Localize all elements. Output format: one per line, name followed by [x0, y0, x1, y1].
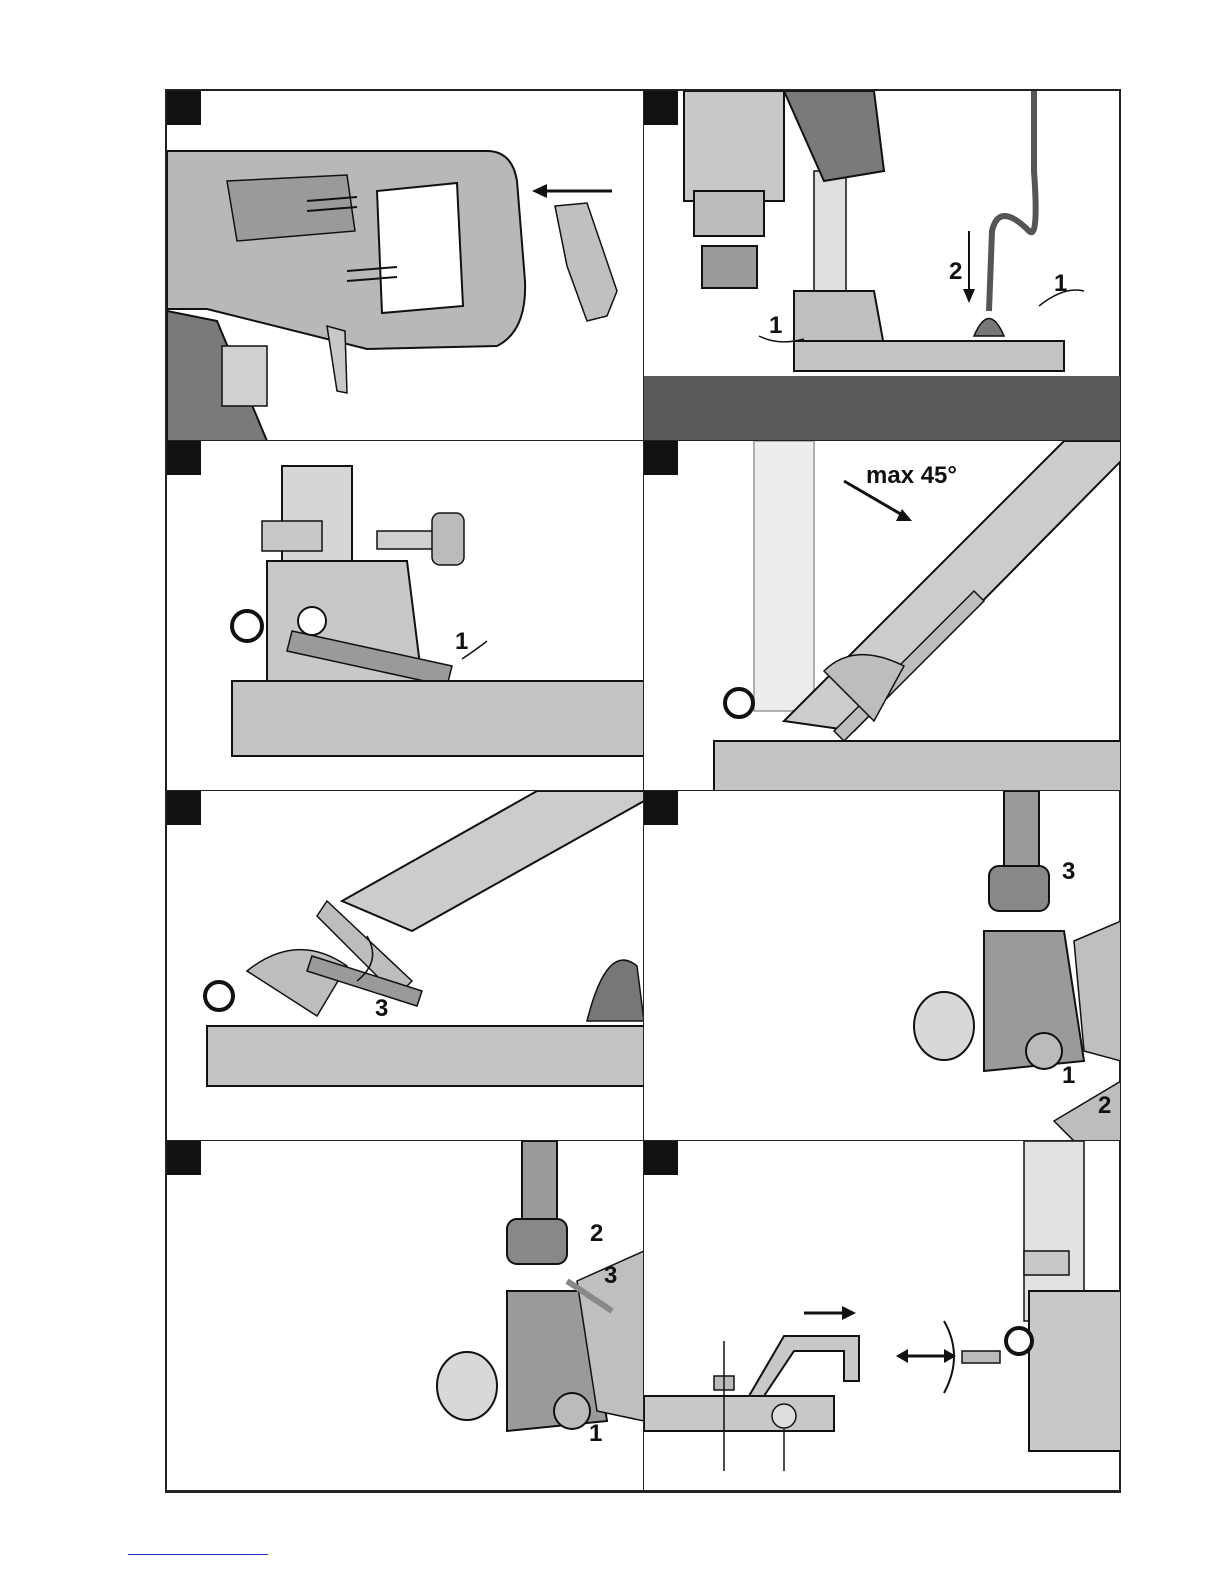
lock-angle-illustration: 3 — [167, 791, 644, 1141]
panel-4-max-angle: max 45° — [644, 441, 1121, 791]
panel-2-stand-base: 1 2 1 — [644, 91, 1121, 441]
illustration-grid: 1 2 1 1 — [165, 89, 1121, 1493]
footer-rule — [128, 1554, 268, 1555]
drill-illustration — [167, 91, 644, 441]
angle-label: max 45° — [866, 462, 957, 489]
anchor-adapter-illustration — [644, 1141, 1121, 1491]
step-label: 1 — [769, 312, 782, 339]
step-label: 1 — [1054, 270, 1067, 297]
tilt-lever-illustration: 1 — [167, 441, 644, 791]
step-label: 3 — [604, 1262, 617, 1289]
step-label: 1 — [589, 1420, 602, 1447]
step-label: 2 — [1098, 1092, 1111, 1119]
step-label: 2 — [949, 258, 962, 285]
tighten-collar-illustration: 2 3 1 — [167, 1141, 644, 1491]
step-label: 2 — [590, 1220, 603, 1247]
step-label: 1 — [455, 628, 468, 655]
panel-1-drill-handle — [167, 91, 644, 441]
collar-mount-illustration: 3 1 2 — [644, 791, 1121, 1141]
step-label: 1 — [1062, 1062, 1075, 1089]
stand-illustration: 1 2 1 — [644, 91, 1121, 441]
step-label: 3 — [375, 995, 388, 1022]
panel-8-anchor-adapter — [644, 1141, 1121, 1491]
panel-7-tighten-collar: 2 3 1 — [167, 1141, 644, 1491]
panel-6-collar-mount: 3 1 2 — [644, 791, 1121, 1141]
step-label: 3 — [1062, 858, 1075, 885]
panel-3-tilt-lever: 1 — [167, 441, 644, 791]
angle-illustration: max 45° — [644, 441, 1121, 791]
panel-5-lock-angle: 3 — [167, 791, 644, 1141]
